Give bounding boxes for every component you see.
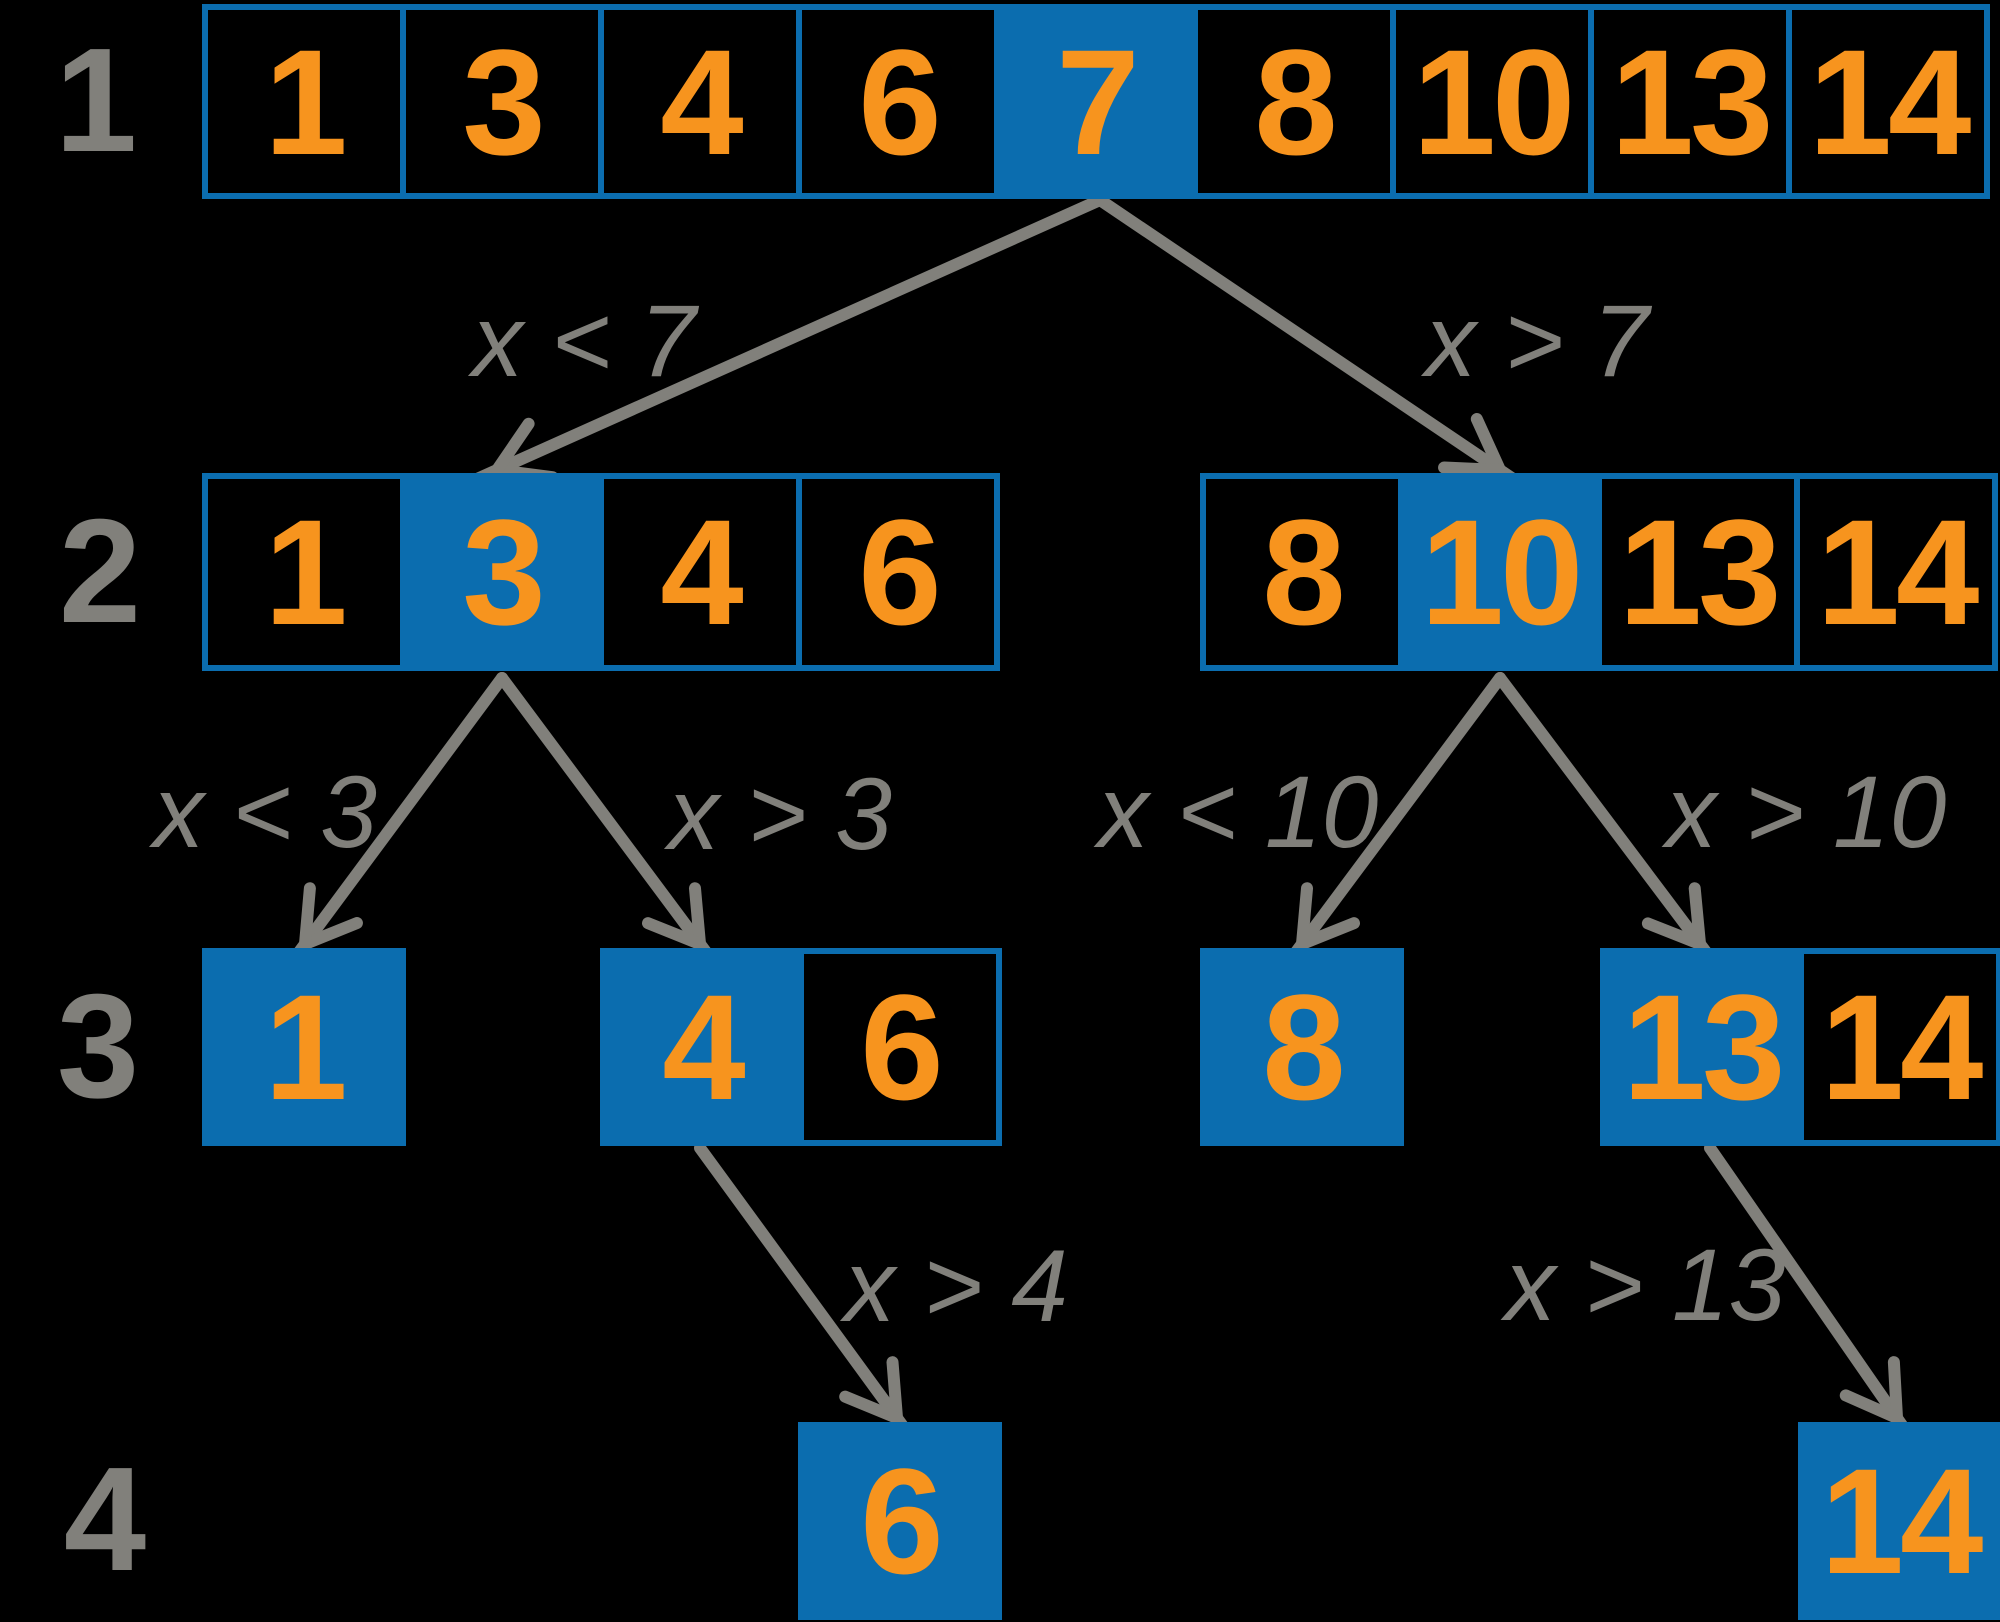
level-1-cell-6: 6 bbox=[796, 4, 1000, 199]
arrowhead-icon bbox=[299, 917, 363, 950]
cell-value: 6 bbox=[858, 17, 941, 186]
level-3-cell-14: 14 bbox=[1798, 948, 2000, 1146]
cell-value: 13 bbox=[1622, 963, 1786, 1131]
arrowhead-icon bbox=[1887, 1356, 1903, 1424]
level-3-cell-1-highlighted: 1 bbox=[202, 948, 406, 1146]
cell-value: 1 bbox=[264, 488, 347, 656]
arrowhead-icon bbox=[1470, 413, 1506, 476]
cell-value: 14 bbox=[1816, 488, 1980, 656]
condition-label-x-gt-10: x > 10 bbox=[1665, 755, 1947, 869]
arrowhead-icon bbox=[1296, 882, 1314, 950]
level-1-cell-3: 3 bbox=[400, 4, 604, 199]
cell-value: 10 bbox=[1412, 17, 1576, 186]
cell-value: 8 bbox=[1262, 488, 1345, 656]
level-1-cell-14: 14 bbox=[1786, 4, 1990, 199]
cell-value: 3 bbox=[462, 17, 545, 186]
level-3-cell-6: 6 bbox=[798, 948, 1002, 1146]
level-2-cell-6: 6 bbox=[796, 473, 1000, 671]
level-4-cell-6-highlighted: 6 bbox=[798, 1422, 1002, 1620]
level-label-3: 3 bbox=[56, 964, 140, 1129]
level-label-2: 2 bbox=[58, 489, 142, 654]
cell-value: 13 bbox=[1618, 488, 1782, 656]
cell-value: 6 bbox=[858, 488, 941, 656]
condition-label-x-lt-7: x < 7 bbox=[472, 284, 696, 398]
arrowhead-icon bbox=[1641, 917, 1706, 950]
cell-value: 6 bbox=[860, 963, 943, 1131]
cell-value: 6 bbox=[860, 1437, 943, 1605]
level-label-1: 1 bbox=[54, 18, 138, 183]
arrowhead-icon bbox=[1839, 1389, 1903, 1424]
cell-value: 14 bbox=[1820, 963, 1984, 1131]
cell-value: 4 bbox=[660, 17, 743, 186]
level-1-cell-8: 8 bbox=[1192, 4, 1396, 199]
condition-label-x-gt-13: x > 13 bbox=[1504, 1228, 1786, 1342]
level-2-cell-3-highlighted: 3 bbox=[400, 473, 604, 671]
cell-value: 13 bbox=[1610, 17, 1774, 186]
level-2-cell-8: 8 bbox=[1200, 473, 1404, 671]
level-3-cell-8-highlighted: 8 bbox=[1200, 948, 1404, 1146]
condition-label-x-gt-4: x > 4 bbox=[844, 1229, 1068, 1343]
level-2-cell-4: 4 bbox=[598, 473, 802, 671]
arrowhead-icon bbox=[688, 882, 706, 950]
cell-value: 7 bbox=[1056, 17, 1139, 186]
level-3-cell-4-highlighted: 4 bbox=[600, 948, 804, 1146]
arrowhead-icon bbox=[839, 1390, 903, 1424]
cell-value: 4 bbox=[662, 963, 745, 1131]
arrowhead-icon bbox=[299, 882, 316, 950]
level-1-cell-10: 10 bbox=[1390, 4, 1594, 199]
condition-label-x-gt-7: x > 7 bbox=[1425, 284, 1649, 398]
arrowhead-icon bbox=[491, 417, 535, 476]
cell-value: 3 bbox=[462, 488, 545, 656]
cell-value: 1 bbox=[264, 17, 347, 186]
cell-value: 1 bbox=[264, 963, 347, 1131]
level-1-cell-4: 4 bbox=[598, 4, 802, 199]
arrowhead-icon bbox=[642, 917, 706, 950]
arrowhead-icon bbox=[1438, 461, 1506, 476]
condition-label-x-lt-3: x < 3 bbox=[153, 755, 377, 869]
level-3-cell-13-highlighted: 13 bbox=[1600, 948, 1804, 1146]
level-1-cell-7-highlighted: 7 bbox=[994, 4, 1198, 199]
level-label-4: 4 bbox=[63, 1437, 147, 1602]
level-4-cell-14-highlighted: 14 bbox=[1798, 1422, 2000, 1620]
cell-value: 14 bbox=[1808, 17, 1972, 186]
condition-label-x-gt-3: x > 3 bbox=[668, 757, 892, 871]
level-2-cell-14: 14 bbox=[1794, 473, 1998, 671]
level-2-cell-1: 1 bbox=[202, 473, 406, 671]
arrowhead-icon bbox=[1688, 882, 1706, 950]
arrowhead-icon bbox=[886, 1356, 903, 1424]
level-1-cell-13: 13 bbox=[1588, 4, 1792, 199]
level-2-cell-13: 13 bbox=[1596, 473, 1800, 671]
level-2-cell-10-highlighted: 10 bbox=[1398, 473, 1602, 671]
level-1-cell-1: 1 bbox=[202, 4, 406, 199]
arrowhead-icon bbox=[1296, 917, 1360, 950]
condition-label-x-lt-10: x < 10 bbox=[1097, 755, 1379, 869]
cell-value: 8 bbox=[1262, 963, 1345, 1131]
cell-value: 4 bbox=[660, 488, 743, 656]
cell-value: 8 bbox=[1254, 17, 1337, 186]
cell-value: 10 bbox=[1420, 488, 1584, 656]
cell-value: 14 bbox=[1820, 1437, 1984, 1605]
